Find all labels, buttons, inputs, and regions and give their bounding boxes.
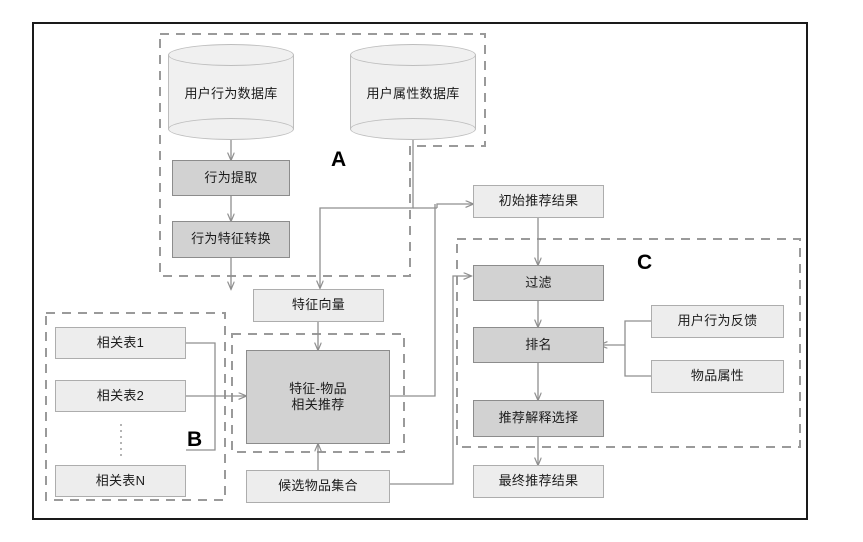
cylinder-body bbox=[350, 55, 476, 129]
node-feature-item-recommend-line2: 相关推荐 bbox=[291, 397, 345, 412]
group-label-c: C bbox=[637, 251, 653, 274]
node-feature-vector: 特征向量 bbox=[253, 289, 384, 322]
node-item-attribute: 物品属性 bbox=[651, 360, 784, 393]
node-relation-table-n: 相关表N bbox=[55, 465, 186, 497]
node-explain-select: 推荐解释选择 bbox=[473, 400, 604, 437]
node-rank: 排名 bbox=[473, 327, 604, 363]
node-user-behavior-feedback: 用户行为反馈 bbox=[651, 305, 784, 338]
cylinder-bottom bbox=[350, 118, 476, 140]
group-label-a: A bbox=[331, 148, 347, 171]
db-user-behavior: 用户行为数据库 bbox=[168, 44, 294, 140]
ellipsis-vertical-icon bbox=[119, 424, 122, 456]
db-user-behavior-label: 用户行为数据库 bbox=[184, 85, 278, 101]
node-behavior-feature-transform: 行为特征转换 bbox=[172, 221, 290, 258]
node-final-result: 最终推荐结果 bbox=[473, 465, 604, 498]
cylinder-top bbox=[168, 44, 294, 66]
node-feature-item-recommend: 特征-物品 相关推荐 bbox=[246, 350, 390, 444]
node-candidate-item-set: 候选物品集合 bbox=[246, 470, 390, 503]
cylinder-top bbox=[350, 44, 476, 66]
node-relation-table-1: 相关表1 bbox=[55, 327, 186, 359]
node-feature-item-recommend-line1: 特征-物品 bbox=[289, 380, 347, 396]
db-user-attribute-label: 用户属性数据库 bbox=[366, 85, 460, 101]
node-relation-table-2: 相关表2 bbox=[55, 380, 186, 412]
cylinder-body bbox=[168, 55, 294, 129]
group-label-b: B bbox=[187, 428, 203, 451]
db-user-attribute: 用户属性数据库 bbox=[350, 44, 476, 140]
node-behavior-extract: 行为提取 bbox=[172, 160, 290, 196]
cylinder-bottom bbox=[168, 118, 294, 140]
node-filter: 过滤 bbox=[473, 265, 604, 301]
node-initial-result: 初始推荐结果 bbox=[473, 185, 604, 218]
